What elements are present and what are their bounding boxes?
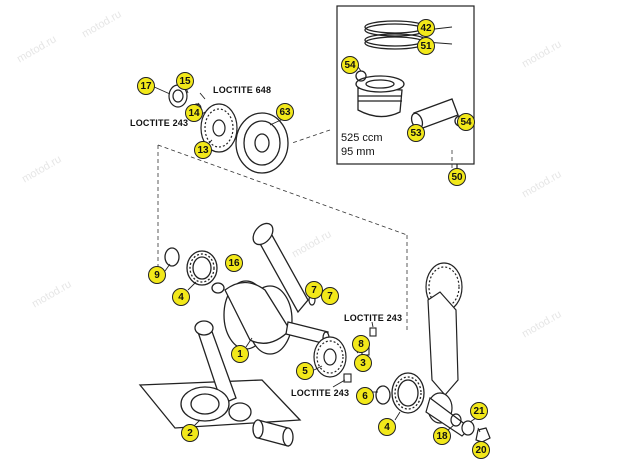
callout-15[interactable]: 15 — [176, 72, 194, 90]
balancer-gear — [168, 84, 238, 153]
loctite-648-label: LOCTITE 648 — [213, 85, 272, 95]
left-bearing — [164, 247, 218, 286]
callout-7-b[interactable]: 7 — [321, 287, 339, 305]
callout-53[interactable]: 53 — [407, 124, 425, 142]
bore-label: 95 mm — [341, 146, 375, 158]
callout-5[interactable]: 5 — [296, 362, 314, 380]
callout-16[interactable]: 16 — [225, 254, 243, 272]
callout-20[interactable]: 20 — [472, 441, 490, 459]
callout-21[interactable]: 21 — [470, 402, 488, 420]
callout-14[interactable]: 14 — [185, 104, 203, 122]
callout-4-right[interactable]: 4 — [378, 418, 396, 436]
callout-6[interactable]: 6 — [356, 387, 374, 405]
callout-63[interactable]: 63 — [276, 103, 294, 121]
assembly-guide-lines — [157, 129, 453, 330]
callout-8[interactable]: 8 — [352, 335, 370, 353]
right-bearing — [375, 372, 425, 414]
callout-1[interactable]: 1 — [231, 345, 249, 363]
connecting-rod-kit — [138, 320, 302, 447]
timing-gear — [313, 336, 347, 378]
callout-51[interactable]: 51 — [417, 37, 435, 55]
callout-17[interactable]: 17 — [137, 77, 155, 95]
callout-54-right[interactable]: 54 — [457, 113, 475, 131]
displacement-label: 525 ccm — [341, 132, 383, 144]
callout-13[interactable]: 13 — [194, 141, 212, 159]
piston — [355, 75, 405, 118]
callout-50[interactable]: 50 — [448, 168, 466, 186]
loctite-243-label-right-upper: LOCTITE 243 — [344, 313, 403, 323]
callout-18[interactable]: 18 — [433, 427, 451, 445]
balancer-shaft — [425, 262, 471, 437]
callout-4-left[interactable]: 4 — [172, 288, 190, 306]
flywheel-disc — [235, 112, 289, 174]
loctite-243-label-top: LOCTITE 243 — [130, 118, 189, 128]
callout-54-top[interactable]: 54 — [341, 56, 359, 74]
callout-3[interactable]: 3 — [354, 354, 372, 372]
loctite-243-label-right-lower: LOCTITE 243 — [291, 388, 350, 398]
crankshaft — [211, 222, 330, 355]
callout-2[interactable]: 2 — [181, 424, 199, 442]
callout-9[interactable]: 9 — [148, 266, 166, 284]
callout-42[interactable]: 42 — [417, 19, 435, 37]
